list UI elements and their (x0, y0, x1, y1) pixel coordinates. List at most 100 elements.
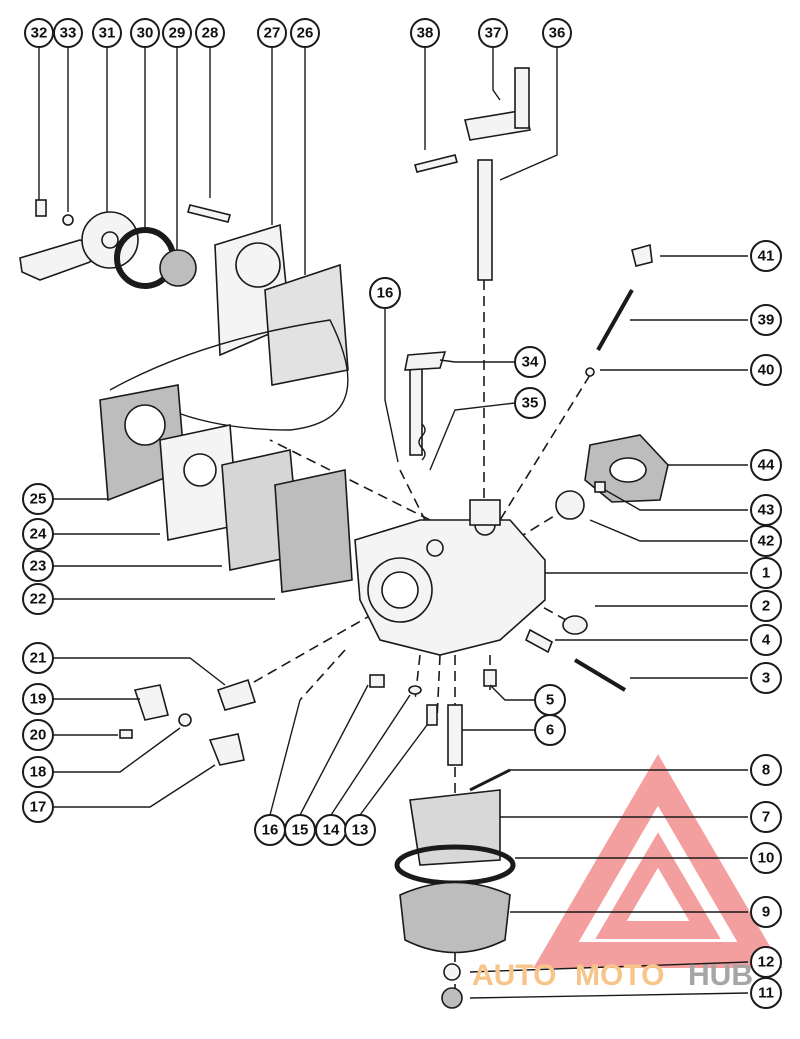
callout-3: 3 (750, 662, 782, 694)
part-left-small-parts (119, 678, 257, 766)
callout-7: 7 (750, 801, 782, 833)
svg-text:37: 37 (485, 25, 502, 42)
svg-text:16: 16 (262, 822, 279, 839)
callout-25: 25 (22, 483, 54, 515)
callout-13: 13 (344, 814, 376, 846)
svg-text:20: 20 (30, 727, 47, 744)
part-cover-assembly (19, 199, 349, 431)
callout-16-bottom: 16 (254, 814, 286, 846)
callout-32: 32 (24, 18, 54, 48)
svg-text:19: 19 (30, 691, 47, 708)
callout-18: 18 (22, 756, 54, 788)
callout-31: 31 (92, 18, 122, 48)
svg-text:1: 1 (762, 565, 770, 582)
svg-text:39: 39 (758, 312, 775, 329)
callout-27: 27 (257, 18, 287, 48)
svg-text:31: 31 (99, 25, 116, 42)
callout-4: 4 (750, 624, 782, 656)
callout-8: 8 (750, 754, 782, 786)
callout-20: 20 (22, 719, 54, 751)
svg-text:17: 17 (30, 799, 47, 816)
callout-34: 34 (514, 346, 546, 378)
svg-text:35: 35 (522, 395, 539, 412)
svg-text:9: 9 (762, 904, 770, 921)
svg-text:28: 28 (202, 25, 219, 42)
callout-24: 24 (22, 518, 54, 550)
watermark-auto: AUTO (472, 959, 556, 992)
svg-text:32: 32 (31, 25, 48, 42)
callout-43: 43 (750, 494, 782, 526)
svg-text:22: 22 (30, 591, 47, 608)
svg-text:10: 10 (758, 850, 775, 867)
svg-text:29: 29 (169, 25, 186, 42)
watermark-logo (533, 754, 783, 968)
svg-text:6: 6 (546, 722, 554, 739)
svg-text:14: 14 (323, 822, 340, 839)
svg-text:18: 18 (30, 764, 47, 781)
callout-29: 29 (162, 18, 192, 48)
callout-21: 21 (22, 642, 54, 674)
callout-23: 23 (22, 550, 54, 582)
svg-text:4: 4 (762, 632, 771, 649)
callout-16-top: 16 (369, 277, 401, 309)
svg-text:15: 15 (292, 822, 309, 839)
svg-text:40: 40 (758, 362, 775, 379)
leader-lines (38, 48, 749, 999)
part-choke-shaft (404, 351, 447, 461)
callout-40: 40 (750, 354, 782, 386)
callout-11: 11 (750, 977, 782, 1009)
part-gasket-stack (99, 384, 353, 593)
svg-text:8: 8 (762, 762, 770, 779)
svg-text:23: 23 (30, 558, 47, 575)
svg-text:26: 26 (297, 25, 314, 42)
watermark-text: AUTO MOTO HUB (472, 959, 753, 992)
part-float-bowl-assembly (369, 669, 516, 1009)
callout-26: 26 (290, 18, 320, 48)
callout-41: 41 (750, 240, 782, 272)
svg-text:7: 7 (762, 809, 770, 826)
svg-text:44: 44 (758, 457, 775, 474)
callout-17: 17 (22, 791, 54, 823)
callout-10: 10 (750, 842, 782, 874)
callout-2: 2 (750, 590, 782, 622)
svg-text:42: 42 (758, 533, 775, 550)
callout-15: 15 (284, 814, 316, 846)
callout-44: 44 (750, 449, 782, 481)
callout-42: 42 (750, 525, 782, 557)
watermark-moto: MOTO (575, 959, 664, 992)
svg-text:3: 3 (762, 670, 770, 687)
svg-text:27: 27 (264, 25, 281, 42)
svg-text:43: 43 (758, 502, 775, 519)
svg-text:2: 2 (762, 598, 770, 615)
callout-35: 35 (514, 387, 546, 419)
svg-text:33: 33 (60, 25, 77, 42)
part-needle-and-right-parts (524, 243, 669, 692)
callout-12: 12 (750, 946, 782, 978)
svg-text:16: 16 (377, 285, 394, 302)
svg-text:21: 21 (30, 650, 47, 667)
callout-37: 37 (478, 18, 508, 48)
callout-38: 38 (410, 18, 440, 48)
svg-text:36: 36 (549, 25, 566, 42)
callout-1: 1 (750, 557, 782, 589)
callout-6: 6 (534, 714, 566, 746)
callout-19: 19 (22, 683, 54, 715)
part-throttle-shaft (414, 67, 531, 281)
callout-5: 5 (534, 684, 566, 716)
callout-39: 39 (750, 304, 782, 336)
svg-text:38: 38 (417, 25, 434, 42)
callout-36: 36 (542, 18, 572, 48)
svg-text:34: 34 (522, 354, 539, 371)
callout-30: 30 (130, 18, 160, 48)
callout-28: 28 (195, 18, 225, 48)
svg-text:30: 30 (137, 25, 154, 42)
svg-text:5: 5 (546, 692, 554, 709)
callout-33: 33 (53, 18, 83, 48)
svg-text:24: 24 (30, 526, 47, 543)
svg-text:13: 13 (352, 822, 369, 839)
callout-22: 22 (22, 583, 54, 615)
part-carburetor-body (354, 499, 546, 656)
svg-text:12: 12 (758, 954, 775, 971)
callout-14: 14 (315, 814, 347, 846)
